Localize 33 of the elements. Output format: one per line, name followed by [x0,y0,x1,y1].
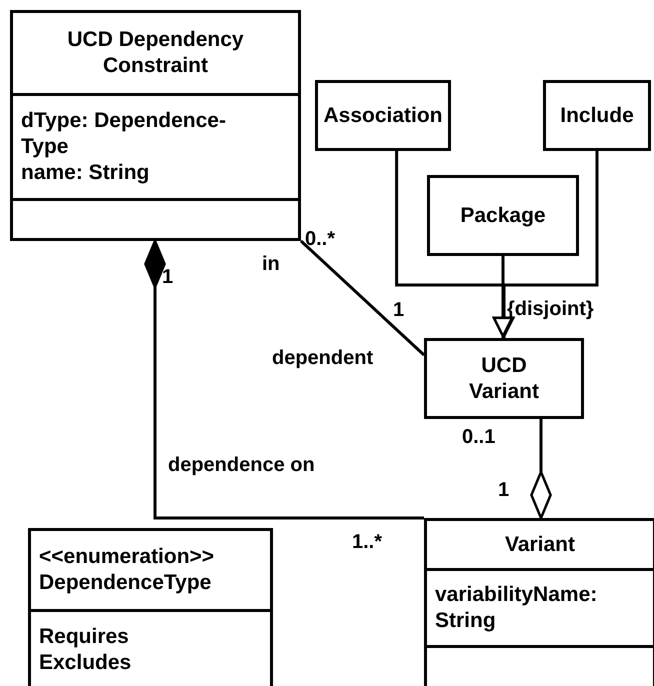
class-attribute: name: String [21,160,150,186]
class-name: UCD Variant [468,352,540,404]
class-name: Variant [504,532,576,558]
class-name: UCD Dependency Constraint [66,27,245,79]
class-attribute: <<enumeration>> [39,544,214,570]
class-box [28,528,273,686]
class-attribute: DependenceType [39,570,212,596]
multiplicity-label: 0..* [305,227,336,251]
aggregation-line [144,240,424,520]
class-attribute: variabilityName: String [435,582,598,634]
multiplicity-label: 1 [393,298,404,322]
class-box [10,10,301,241]
class-name: Package [460,202,546,228]
multiplicity-label: 0..1 [462,425,496,449]
class-box [424,338,584,419]
class-attribute: Requires [39,624,129,650]
multiplicity-label: dependence on [168,453,315,477]
class-name: Include [560,102,634,128]
multiplicity-label: 1 [498,478,510,502]
multiplicity-label: dependent [272,346,374,370]
association-line [300,240,426,356]
constraint-label: {disjoint} [507,297,594,321]
class-box [315,80,451,151]
aggregation-line [530,419,552,520]
multiplicity-label: 1 [162,265,174,289]
multiplicity-label: 1..* [352,530,382,554]
class-box [424,518,654,686]
class-box [543,80,651,151]
class-name: Association [323,102,443,128]
class-attribute: Excludes [39,650,132,676]
generalization-arrow [492,256,514,338]
class-box [427,175,579,256]
multiplicity-label: in [262,252,280,276]
